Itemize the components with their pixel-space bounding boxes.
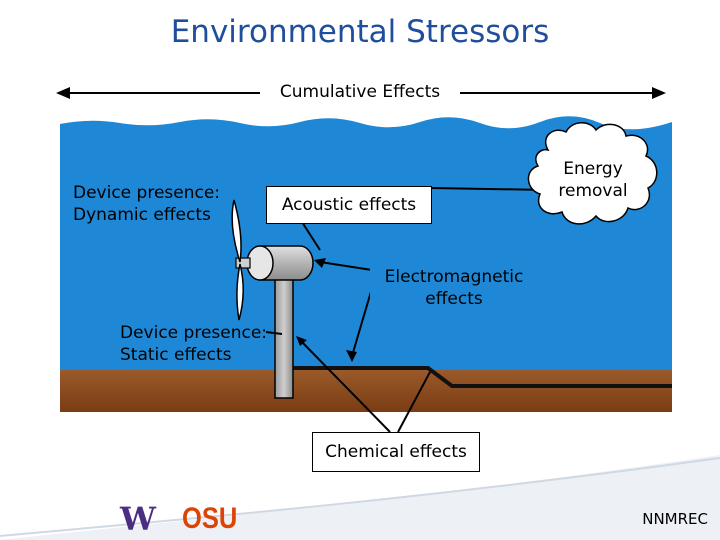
electromagnetic-line1: Electromagnetic — [384, 267, 524, 287]
chemical-effects-box: Chemical effects — [312, 432, 480, 472]
acoustic-effects-box: Acoustic effects — [266, 186, 432, 224]
nnmrec-logo: NNMREC — [642, 510, 708, 528]
static-effects-line2: Static effects — [120, 345, 232, 365]
dynamic-effects-label: Device presence: Dynamic effects — [73, 182, 220, 226]
dynamic-effects-line2: Dynamic effects — [73, 205, 211, 225]
energy-removal-label: Energy removal — [550, 158, 636, 202]
turbine-shaft — [235, 257, 251, 269]
acoustic-effects-label: Acoustic effects — [281, 195, 417, 215]
turbine-blades — [231, 199, 244, 321]
pointer-arrowheads — [296, 258, 357, 362]
electromagnetic-effects-label: Electromagnetic effects — [372, 266, 536, 310]
footer-swoosh — [0, 455, 720, 540]
electromagnetic-callout — [370, 256, 530, 322]
chemical-effects-label: Chemical effects — [325, 442, 467, 462]
pointer-lines — [265, 187, 549, 433]
osu-logo-text: OSU — [182, 502, 238, 535]
seabed-cable — [290, 366, 672, 388]
energy-removal-line2: removal — [558, 181, 628, 201]
osu-logo: OSU — [182, 502, 237, 536]
footer-swoosh-line — [0, 457, 720, 537]
cumulative-arrow — [56, 87, 666, 99]
seabed — [60, 370, 672, 412]
energy-removal-cloud — [527, 122, 658, 225]
uw-logo-text: W — [120, 500, 156, 538]
static-effects-label: Device presence: Static effects — [120, 322, 267, 366]
cumulative-effects-label: Cumulative Effects — [260, 82, 460, 102]
electromagnetic-line2: effects — [425, 289, 483, 309]
energy-removal-line1: Energy — [563, 159, 623, 179]
uw-logo: W — [120, 500, 156, 538]
dynamic-effects-line1: Device presence: — [73, 183, 221, 203]
static-effects-line1: Device presence: — [120, 323, 268, 343]
page-title: Environmental Stressors — [170, 14, 550, 50]
